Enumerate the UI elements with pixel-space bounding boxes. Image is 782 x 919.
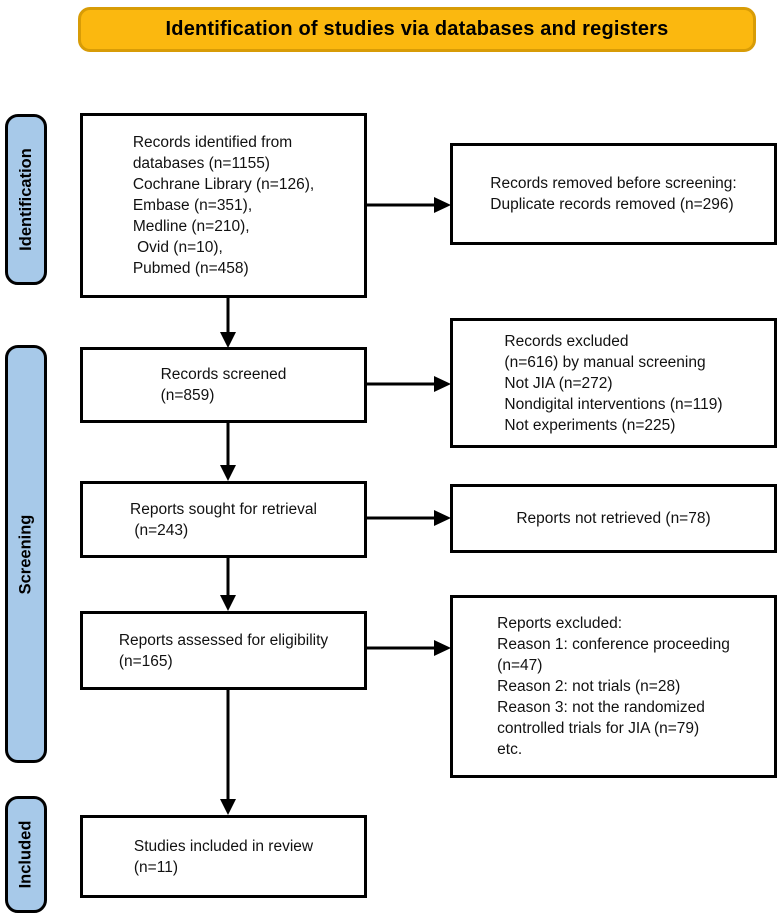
title-banner: Identification of studies via databases …: [78, 7, 756, 52]
box-reports-assessed-text: Reports assessed for eligibility (n=165): [118, 631, 329, 670]
box-records-screened-text: Records screened (n=859): [160, 366, 287, 404]
stage-label-screening: Screening: [5, 345, 47, 763]
stage-label-screening-text: Screening: [16, 514, 35, 594]
stage-label-identification: Identification: [5, 114, 47, 285]
arrow-sought-to-assessed: [220, 558, 236, 611]
box-records-removed-text: Records removed before screening: Duplic…: [490, 175, 737, 213]
box-records-excluded: Records excluded (n=616) by manual scree…: [450, 318, 777, 448]
box-reports-sought-text: Reports sought for retrieval (n=243): [130, 500, 317, 539]
arrow-screened-to-sought: [220, 423, 236, 481]
arrow-identified-to-screened: [220, 298, 236, 348]
arrow-assessed-to-reports-excluded: [367, 640, 451, 656]
box-reports-not-retrieved-text: Reports not retrieved (n=78): [516, 510, 711, 527]
box-studies-included-text: Studies included in review (n=11): [133, 837, 314, 876]
box-records-excluded-text: Records excluded (n=616) by manual scree…: [504, 332, 723, 434]
arrow-sought-to-not-retrieved: [367, 510, 451, 526]
arrow-identified-to-removed: [367, 197, 451, 213]
box-records-screened: Records screened (n=859): [80, 347, 367, 423]
box-reports-assessed: Reports assessed for eligibility (n=165): [80, 611, 367, 690]
box-reports-excluded: Reports excluded: Reason 1: conference p…: [450, 595, 777, 778]
box-studies-included: Studies included in review (n=11): [80, 815, 367, 898]
box-reports-excluded-text: Reports excluded: Reason 1: conference p…: [497, 615, 730, 758]
box-records-identified-text: Records identified from databases (n=115…: [132, 134, 315, 277]
box-reports-not-retrieved: Reports not retrieved (n=78): [450, 484, 777, 553]
diagram-title: Identification of studies via databases …: [165, 18, 669, 40]
arrow-screened-to-excluded: [367, 376, 451, 392]
stage-label-identification-text: Identification: [16, 148, 35, 251]
box-records-identified: Records identified from databases (n=115…: [80, 113, 367, 298]
stage-label-included: Included: [5, 796, 47, 913]
box-reports-sought: Reports sought for retrieval (n=243): [80, 481, 367, 558]
arrow-assessed-to-included: [220, 690, 236, 815]
box-records-removed: Records removed before screening: Duplic…: [450, 143, 777, 245]
stage-label-included-text: Included: [16, 820, 35, 889]
